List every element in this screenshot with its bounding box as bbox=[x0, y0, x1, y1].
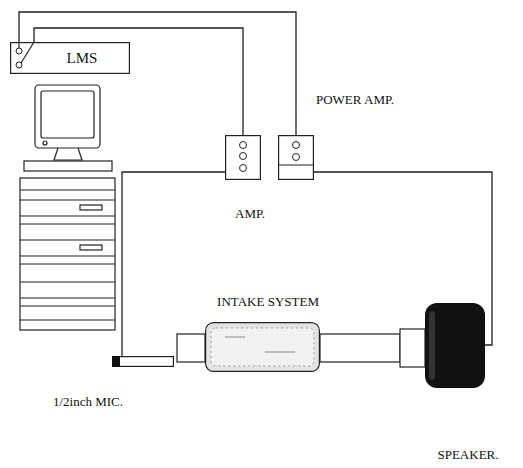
power-amp-box-outline bbox=[278, 135, 314, 180]
amp-box-outline bbox=[225, 135, 261, 180]
device-label: AMP. bbox=[235, 207, 265, 221]
amp-box: AMP. bbox=[225, 135, 261, 180]
microphone: 1/2inch MIC. bbox=[112, 356, 174, 367]
device-label: SPEAKER. bbox=[437, 448, 498, 462]
power-amp-box: POWER AMP. bbox=[278, 135, 314, 180]
lms-box: LMS bbox=[10, 42, 130, 74]
intake-system: INTAKE SYSTEM bbox=[205, 322, 320, 372]
device-label: POWER AMP. bbox=[316, 93, 394, 107]
device-label: 1/2inch MIC. bbox=[53, 395, 123, 409]
device-label: INTAKE SYSTEM bbox=[217, 295, 319, 309]
speaker: SPEAKER. bbox=[425, 303, 485, 388]
microphone-outline bbox=[112, 356, 174, 367]
node-label: LMS bbox=[67, 50, 98, 67]
intake-system-outline bbox=[205, 322, 320, 372]
computer-illustration bbox=[20, 85, 115, 330]
intake-tubes bbox=[177, 329, 425, 367]
speaker-outline bbox=[425, 303, 485, 388]
